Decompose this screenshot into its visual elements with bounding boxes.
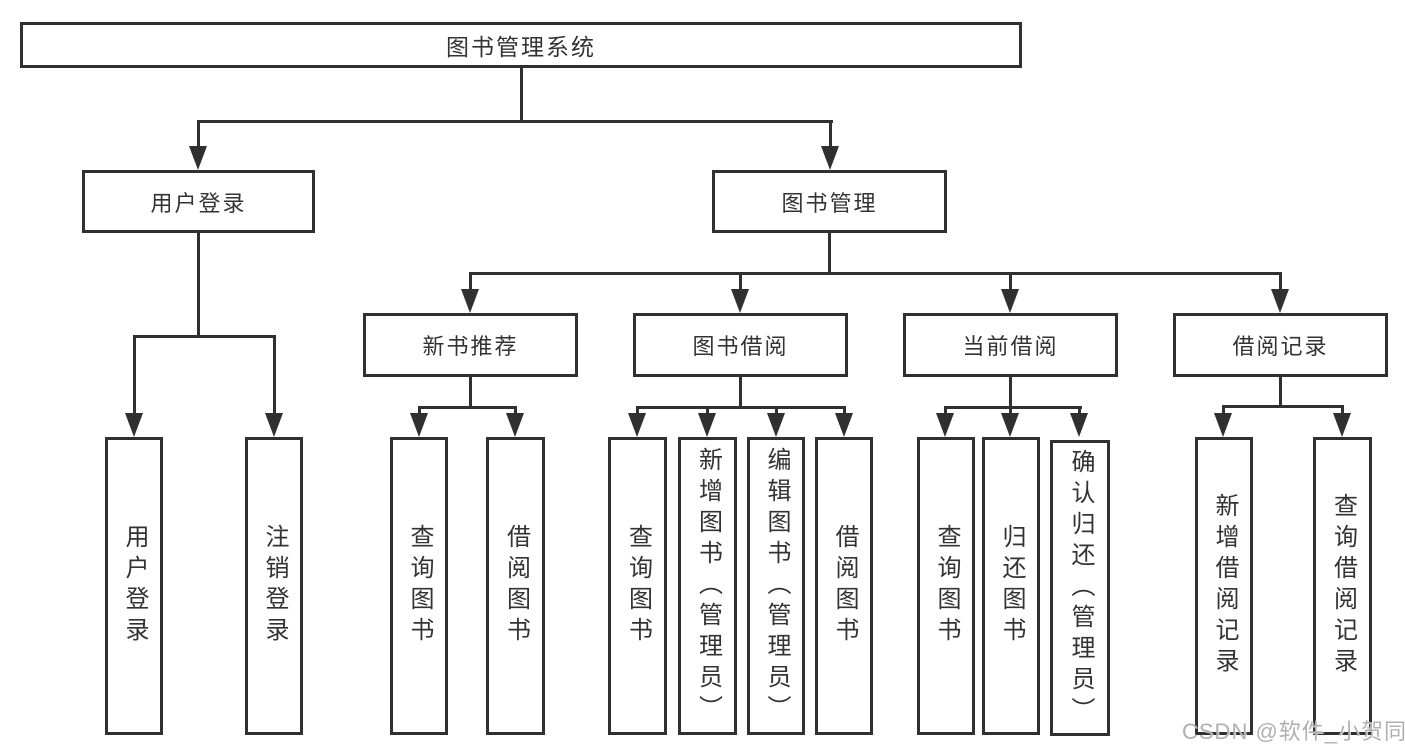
down-arrow-icon <box>410 413 428 437</box>
leaf-query-borrow-record: 查询借阅记录 <box>1313 437 1372 735</box>
down-arrow-icon <box>461 289 479 313</box>
down-arrow-icon <box>835 413 853 437</box>
connector-line <box>843 406 846 418</box>
down-arrow-icon <box>767 413 785 437</box>
down-arrow-icon <box>506 413 524 437</box>
csdn-watermark: CSDN @软件_小贺同学 <box>1182 719 1405 744</box>
connector-line <box>1341 405 1344 418</box>
connector-line <box>1009 406 1012 418</box>
connector-line <box>1078 406 1081 418</box>
node-new-book-recommend: 新书推荐 <box>363 313 578 377</box>
leaf-return-books: 归还图书 <box>982 437 1040 735</box>
connector-line <box>133 335 136 415</box>
down-arrow-icon <box>1001 413 1019 437</box>
connector-line <box>197 120 200 150</box>
connector-line <box>829 120 832 150</box>
down-arrow-icon <box>628 413 646 437</box>
down-arrow-icon <box>189 146 207 170</box>
down-arrow-icon <box>821 146 839 170</box>
down-arrow-icon <box>936 413 954 437</box>
down-arrow-icon <box>1214 413 1232 437</box>
connector-line <box>706 406 709 418</box>
leaf-query-books-current: 查询图书 <box>917 437 975 735</box>
connector-line <box>944 406 1082 409</box>
leaf-confirm-return-admin: 确认归还（管理员） <box>1050 440 1110 736</box>
down-arrow-icon <box>1070 413 1088 437</box>
leaf-edit-books-admin: 编辑图书（管理员） <box>747 437 805 735</box>
leaf-borrow-books-borrow: 借阅图书 <box>815 437 873 735</box>
leaf-borrow-books-newbook: 借阅图书 <box>486 437 545 735</box>
connector-line <box>520 68 523 123</box>
connector-line <box>739 272 742 292</box>
connector-line <box>1279 377 1282 408</box>
connector-line <box>1222 405 1344 408</box>
down-arrow-icon <box>1001 289 1019 313</box>
connector-line <box>739 377 742 409</box>
connector-line <box>273 335 276 415</box>
leaf-query-books-newbook: 查询图书 <box>390 437 448 735</box>
node-borrow-records: 借阅记录 <box>1173 313 1388 377</box>
connector-line <box>133 335 276 338</box>
connector-line <box>828 233 831 275</box>
connector-line <box>514 406 517 418</box>
down-arrow-icon <box>1271 289 1289 313</box>
leaf-logout: 注销登录 <box>245 437 303 735</box>
down-arrow-icon <box>265 413 283 437</box>
connector-line <box>1222 405 1225 418</box>
connector-line <box>469 272 1282 275</box>
connector-line <box>469 377 472 409</box>
leaf-add-books-admin: 新增图书（管理员） <box>678 437 737 735</box>
connector-line <box>197 233 200 338</box>
down-arrow-icon <box>1333 413 1351 437</box>
connector-line <box>1009 272 1012 292</box>
connector-line <box>418 406 421 418</box>
connector-line <box>944 406 947 418</box>
leaf-query-books-borrow: 查询图书 <box>608 437 667 735</box>
node-book-borrowing: 图书借阅 <box>633 313 848 377</box>
connector-line <box>197 120 833 123</box>
node-current-borrowing: 当前借阅 <box>903 313 1118 377</box>
connector-line <box>1009 377 1012 409</box>
node-user-login: 用户登录 <box>82 170 315 233</box>
connector-line <box>469 272 472 292</box>
node-book-management: 图书管理 <box>712 170 947 233</box>
connector-line <box>636 406 639 418</box>
node-library-management-system: 图书管理系统 <box>20 22 1022 68</box>
down-arrow-icon <box>698 413 716 437</box>
leaf-add-borrow-record: 新增借阅记录 <box>1195 437 1253 735</box>
connector-line <box>775 406 778 418</box>
leaf-user-login: 用户登录 <box>105 437 163 735</box>
connector-line <box>1279 272 1282 292</box>
connector-line <box>636 406 846 409</box>
connector-line <box>418 406 517 409</box>
down-arrow-icon <box>125 413 143 437</box>
down-arrow-icon <box>731 289 749 313</box>
